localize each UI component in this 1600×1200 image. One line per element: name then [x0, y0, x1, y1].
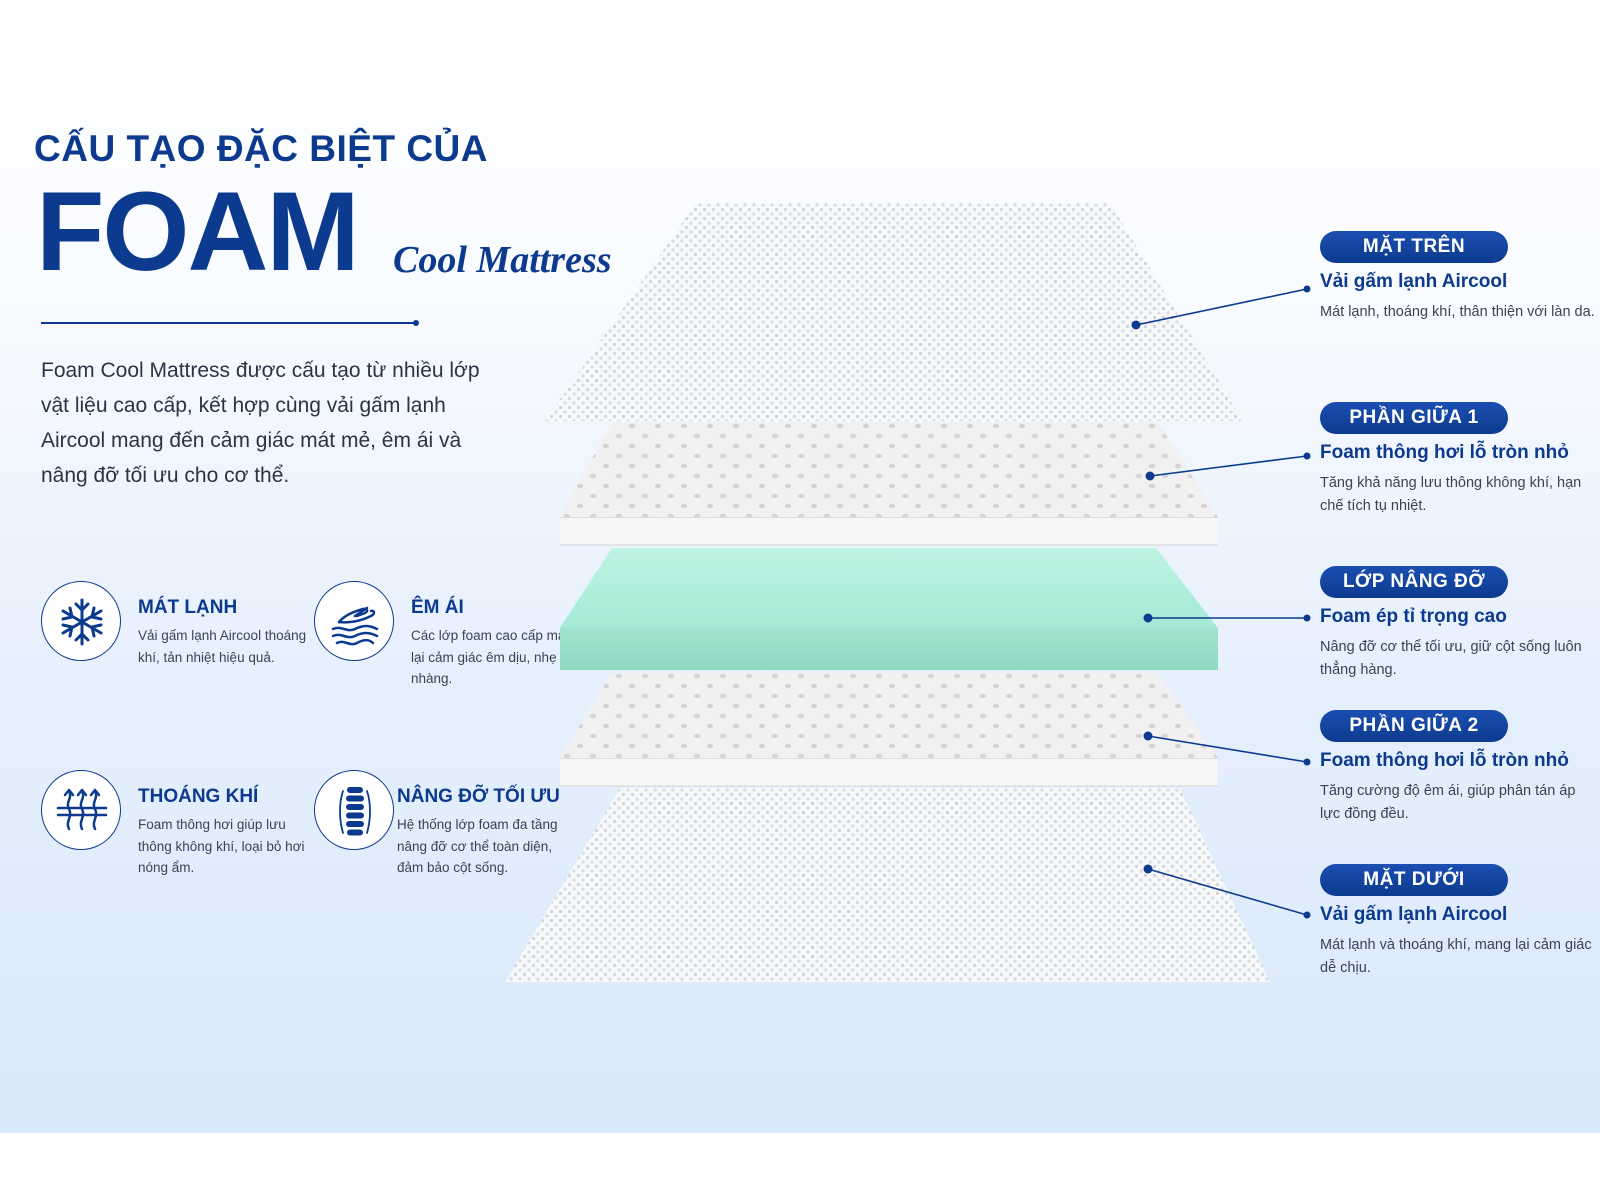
layer-title: Vải gấm lạnh Aircool [1320, 271, 1508, 292]
leader-line-middle-2 [1147, 735, 1308, 763]
leader-dot-support [1143, 613, 1153, 623]
intro-paragraph: Foam Cool Mattress được cấu tạo từ nhiều… [41, 359, 480, 487]
feature-description: Hệ thống lớp foam đa tầng nâng đỡ cơ thể… [397, 817, 558, 875]
feature-description: Foam thông hơi giúp lưu thông không khí,… [138, 817, 305, 875]
heading-line1: CẤU TẠO ĐẶC BIỆT CỦA [34, 128, 488, 169]
leader-dot-top [1131, 320, 1141, 330]
feature-title: ÊM ÁI [411, 597, 464, 618]
layer-description: Mát lạnh, thoáng khí, thân thiện với làn… [1320, 304, 1595, 320]
leader-dot-middle-1 [1145, 471, 1155, 481]
heading-divider-dot [413, 320, 419, 326]
leader-line-middle-1 [1149, 455, 1308, 477]
layer-badge: PHẦN GIỮA 1 [1320, 402, 1508, 434]
leader-line-bottom [1147, 868, 1308, 916]
layer-middle-foam-1 [560, 422, 1218, 546]
layer-support-foam [560, 548, 1218, 670]
layer-title: Foam thông hơi lỗ tròn nhỏ [1320, 442, 1569, 463]
layer-bottom-cover [505, 788, 1270, 982]
hand-waves-icon [314, 581, 394, 661]
leader-dot-middle-2 [1143, 731, 1153, 741]
snowflake-icon [41, 581, 121, 661]
layer-badge: MẶT TRÊN [1320, 231, 1508, 263]
feature-title: MÁT LẠNH [138, 597, 238, 618]
feature-title: THOÁNG KHÍ [138, 786, 259, 807]
heading-foam: FOAM [36, 169, 360, 294]
airflow-icon [41, 770, 121, 850]
infographic-canvas: CẤU TẠO ĐẶC BIỆT CỦA FOAM Cool Mattress … [0, 0, 1600, 1133]
heading-divider [41, 322, 416, 324]
layer-badge: PHẦN GIỮA 2 [1320, 710, 1508, 742]
leader-line-top [1135, 288, 1308, 326]
layer-description: Nâng đỡ cơ thể tối ưu, giữ cột sống luôn… [1320, 639, 1582, 678]
feature-description: Vải gấm lạnh Aircool thoáng khí, tản nhi… [138, 628, 307, 665]
layer-title: Foam thông hơi lỗ tròn nhỏ [1320, 750, 1569, 771]
layer-top-cover [545, 203, 1243, 421]
leader-dot-bottom [1143, 864, 1153, 874]
heading-subtitle: Cool Mattress [393, 239, 612, 281]
layer-title: Vải gấm lạnh Aircool [1320, 904, 1508, 925]
feature-title: NÂNG ĐỠ TỐI ƯU [397, 786, 560, 807]
feature-description: Các lớp foam cao cấp mang lại cảm giác ê… [411, 628, 581, 686]
layer-middle-foam-2 [560, 673, 1218, 787]
layer-description: Mát lạnh và thoáng khí, mang lại cảm giá… [1320, 937, 1592, 976]
spine-icon [314, 770, 394, 850]
mattress-layers-illustration [505, 203, 1311, 982]
layer-badge: LỚP NÂNG ĐỠ [1320, 566, 1508, 598]
layer-description: Tăng khả năng lưu thông không khí, hạn c… [1320, 475, 1582, 514]
layer-description: Tăng cường độ êm ái, giúp phân tán áp lự… [1320, 783, 1576, 822]
layer-badge: MẶT DƯỚI [1320, 864, 1508, 896]
layer-title: Foam ép tỉ trọng cao [1320, 606, 1507, 627]
bottom-margin [0, 1133, 1600, 1200]
